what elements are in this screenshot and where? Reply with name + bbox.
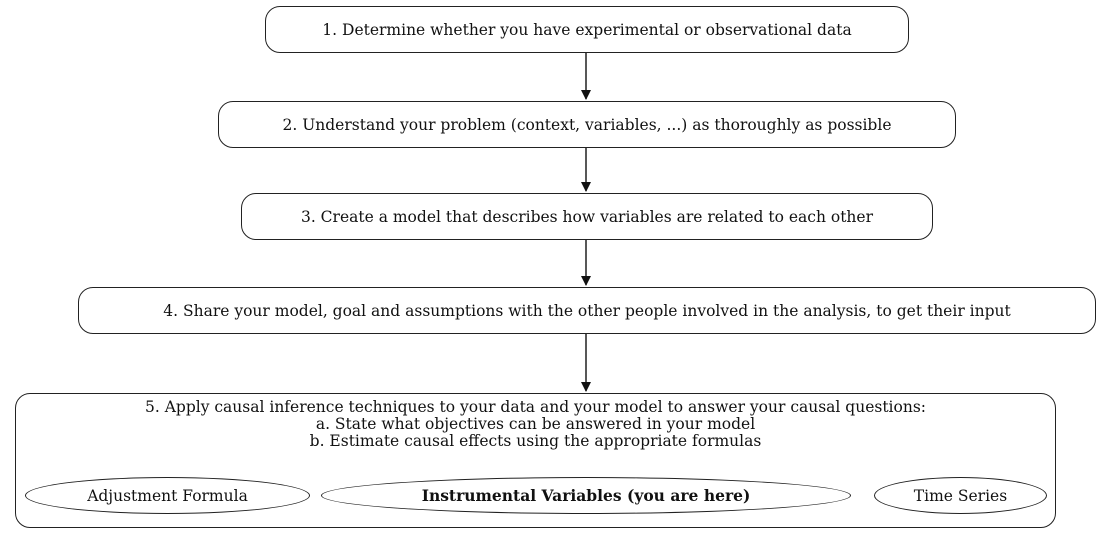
step-4-label: 4. Share your model, goal and assumption…	[163, 301, 1011, 320]
step-5-text: 5. Apply causal inference techniques to …	[16, 399, 1055, 450]
technique-instrumental-variables-label: Instrumental Variables (you are here)	[421, 486, 751, 505]
technique-time-series-label: Time Series	[913, 486, 1008, 505]
step-5-box: 5. Apply causal inference techniques to …	[15, 393, 1056, 528]
step-2-label: 2. Understand your problem (context, var…	[282, 115, 892, 134]
step-3-box: 3. Create a model that describes how var…	[241, 193, 933, 240]
technique-instrumental-variables[interactable]: Instrumental Variables (you are here)	[321, 477, 851, 514]
technique-adjustment-formula-label: Adjustment Formula	[87, 486, 248, 505]
step-3-label: 3. Create a model that describes how var…	[300, 207, 874, 226]
step-5-line-b: b. Estimate causal effects using the app…	[309, 432, 762, 450]
step-4-box: 4. Share your model, goal and assumption…	[78, 287, 1096, 334]
step-5-line-a: a. State what objectives can be answered…	[315, 415, 756, 433]
step-1-box: 1. Determine whether you have experiment…	[265, 6, 909, 53]
step-5-title: 5. Apply causal inference techniques to …	[144, 398, 927, 416]
technique-time-series[interactable]: Time Series	[874, 477, 1047, 514]
step-1-label: 1. Determine whether you have experiment…	[322, 20, 852, 39]
technique-adjustment-formula[interactable]: Adjustment Formula	[25, 477, 310, 514]
step-2-box: 2. Understand your problem (context, var…	[218, 101, 956, 148]
